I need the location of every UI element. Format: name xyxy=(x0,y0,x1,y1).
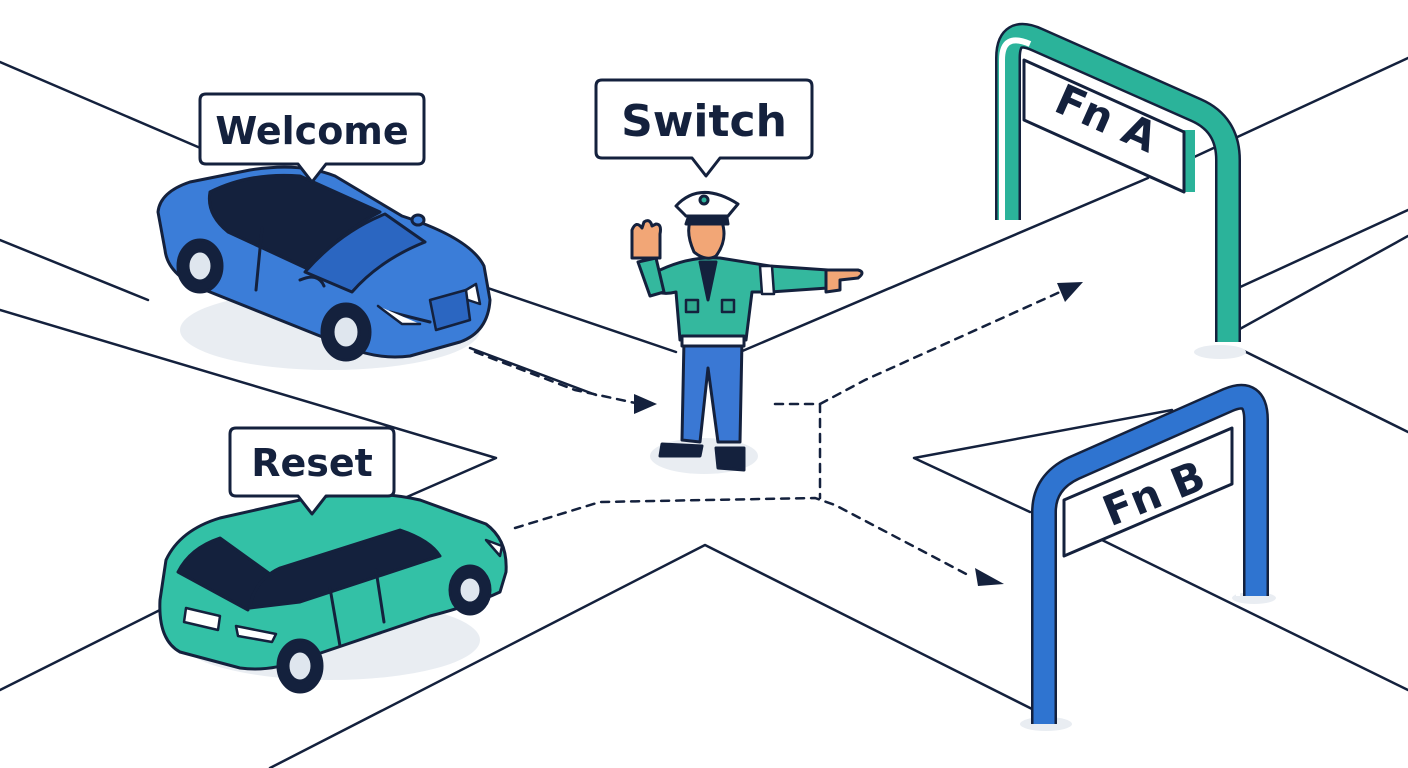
gate-fn-a: Fn A xyxy=(1002,36,1246,359)
switch-label: Switch xyxy=(621,96,787,147)
callout-switch: Switch xyxy=(596,80,812,176)
arrow-icon xyxy=(975,568,1004,586)
traffic-officer-icon xyxy=(632,192,862,474)
car-icon xyxy=(160,494,506,692)
dashed-route xyxy=(475,292,1060,576)
welcome-label: Welcome xyxy=(215,109,408,153)
car-welcome: Welcome xyxy=(158,94,490,370)
callout-welcome: Welcome xyxy=(200,94,424,182)
traffic-officer: Switch xyxy=(596,80,862,474)
arrow-icon xyxy=(1057,282,1083,302)
car-icon xyxy=(158,167,490,370)
arrow-icon xyxy=(634,394,657,414)
car-reset: Reset xyxy=(160,428,506,692)
reset-label: Reset xyxy=(251,441,373,485)
